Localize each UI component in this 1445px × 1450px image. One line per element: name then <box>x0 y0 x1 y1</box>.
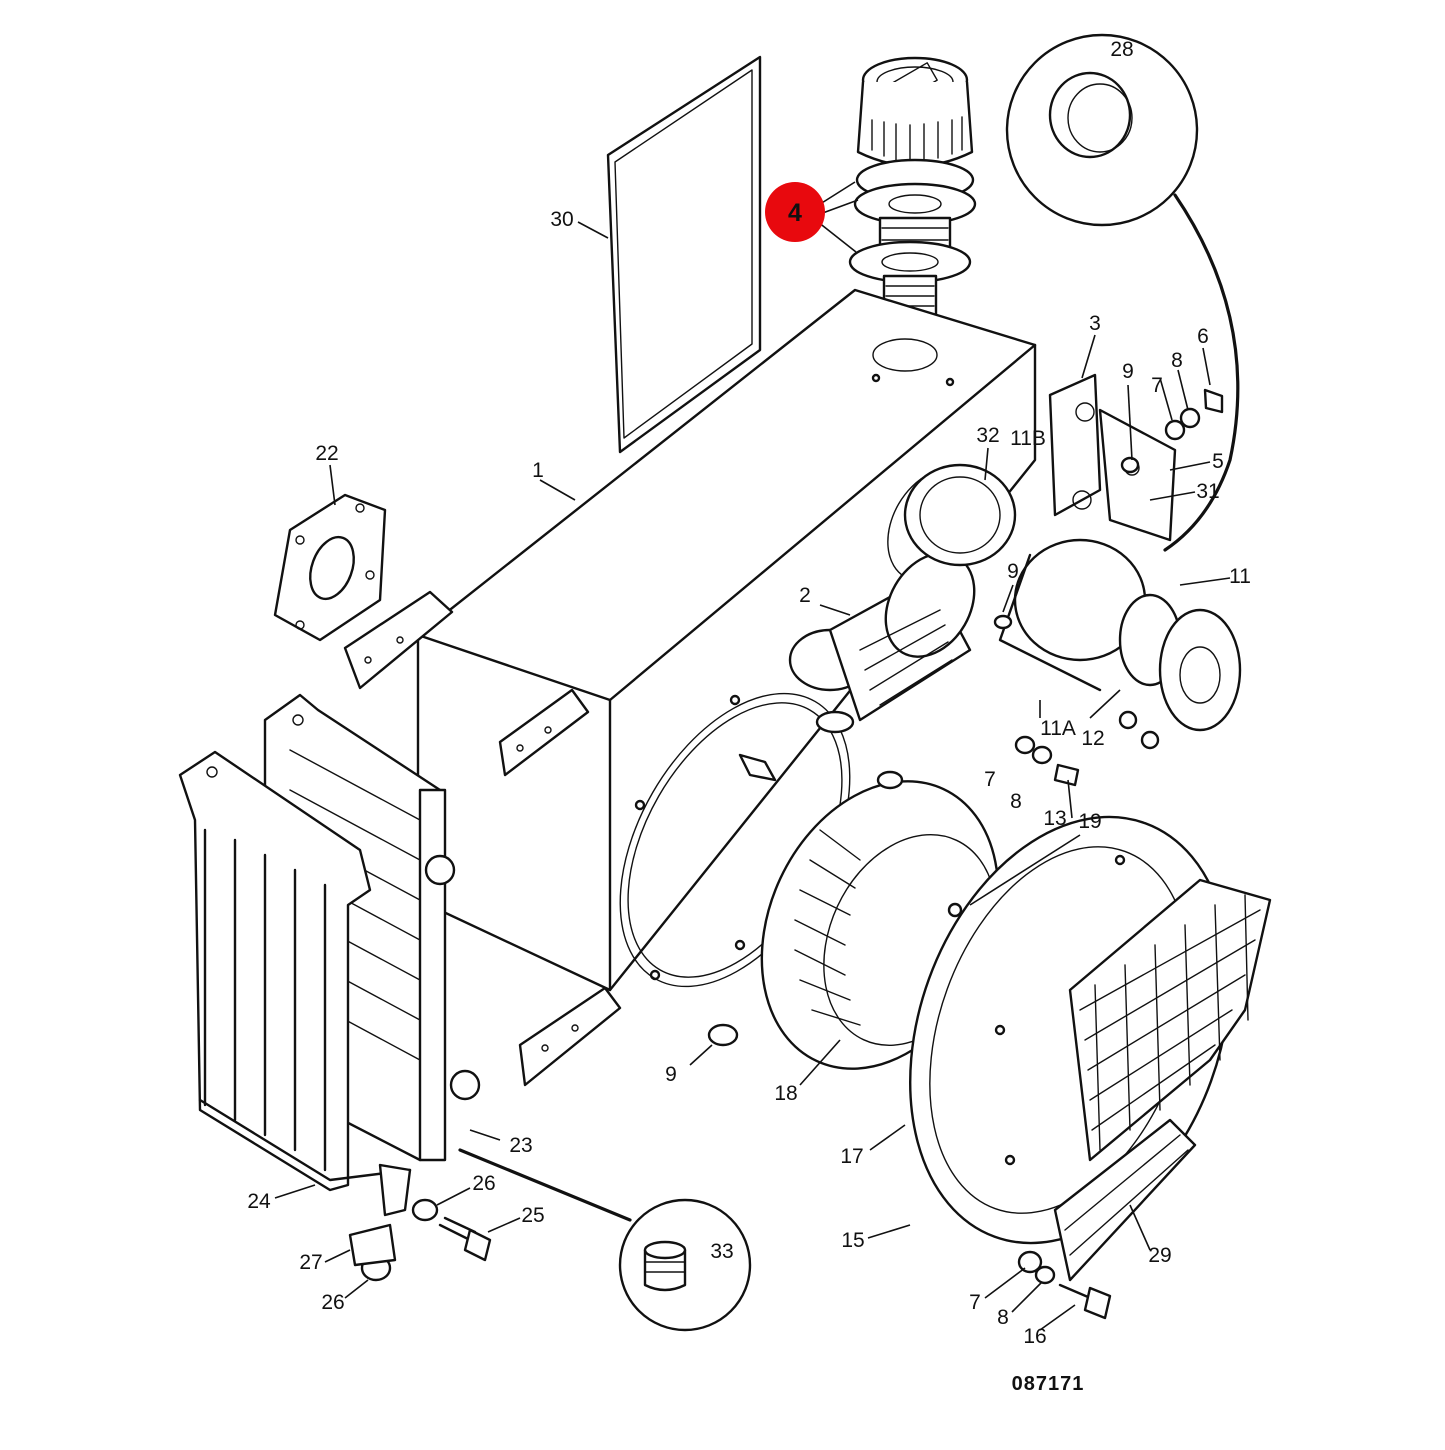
callout-8-upper: 8 <box>1171 349 1183 372</box>
gasket-part-22 <box>273 493 387 642</box>
callout-13: 13 <box>1043 807 1066 830</box>
inset-part-33 <box>458 1148 752 1332</box>
leader-lines <box>274 221 1231 1331</box>
callout-11: 11 <box>1229 565 1251 588</box>
callout-24: 24 <box>247 1190 271 1213</box>
callout-5: 5 <box>1212 450 1224 473</box>
highlight-label: 4 <box>788 199 802 227</box>
callout-23: 23 <box>509 1134 532 1157</box>
callout-28: 28 <box>1110 38 1133 61</box>
callout-33: 33 <box>710 1240 733 1263</box>
callout-3: 3 <box>1089 312 1101 335</box>
callout-6: 6 <box>1197 325 1209 348</box>
callout-labels: 30 28 22 1 3 6 8 7 9 32 11B 5 31 9 11 2 … <box>247 38 1251 1348</box>
callout-7-middle: 7 <box>984 768 996 791</box>
bolts-6-7-8 <box>1164 388 1224 441</box>
callout-12: 12 <box>1081 727 1104 750</box>
callout-16: 16 <box>1023 1325 1046 1348</box>
highlight-marker-part-4: 4 <box>765 181 859 253</box>
filter-part-2 <box>788 552 976 734</box>
callout-25: 25 <box>521 1204 544 1227</box>
callout-26-upper: 26 <box>472 1172 495 1195</box>
callout-29: 29 <box>1148 1244 1171 1267</box>
callout-19: 19 <box>1078 810 1101 833</box>
callout-9-middle: 9 <box>1007 560 1019 583</box>
drawing-number: 087171 <box>1012 1373 1085 1395</box>
guard-part-24 <box>178 750 412 1217</box>
callout-22: 22 <box>315 442 338 465</box>
small-fasteners <box>348 456 1140 1320</box>
pump-assembly-part-11 <box>903 463 1242 750</box>
callout-32: 32 <box>976 424 999 447</box>
tank-body-part-1 <box>343 288 1037 1087</box>
callout-8-lower: 8 <box>997 1306 1009 1329</box>
callout-7-lower: 7 <box>969 1291 981 1314</box>
callout-31: 31 <box>1196 480 1219 503</box>
callout-8-middle: 8 <box>1010 790 1022 813</box>
callout-26-lower: 26 <box>321 1291 344 1314</box>
callout-1: 1 <box>532 459 544 482</box>
callout-11a: 11A <box>1040 717 1076 740</box>
plate-part-5 <box>1098 408 1177 542</box>
callout-27: 27 <box>299 1251 322 1274</box>
highlight-circle <box>765 182 825 242</box>
callout-15: 15 <box>841 1229 864 1252</box>
filler-breather-part-4 <box>848 56 977 318</box>
inset-part-28 <box>1005 33 1240 552</box>
grille-part-29 <box>1053 878 1272 1282</box>
callout-30: 30 <box>550 208 573 231</box>
callout-11b: 11B <box>1010 427 1046 450</box>
callout-18: 18 <box>774 1082 797 1105</box>
callout-9-lower: 9 <box>665 1063 677 1086</box>
bracket-part-3 <box>1048 373 1102 517</box>
callout-9-upper: 9 <box>1122 360 1134 383</box>
callout-17: 17 <box>840 1145 863 1168</box>
callout-2: 2 <box>799 584 811 607</box>
panel-part-30 <box>606 55 762 454</box>
callout-7-upper: 7 <box>1151 374 1163 397</box>
